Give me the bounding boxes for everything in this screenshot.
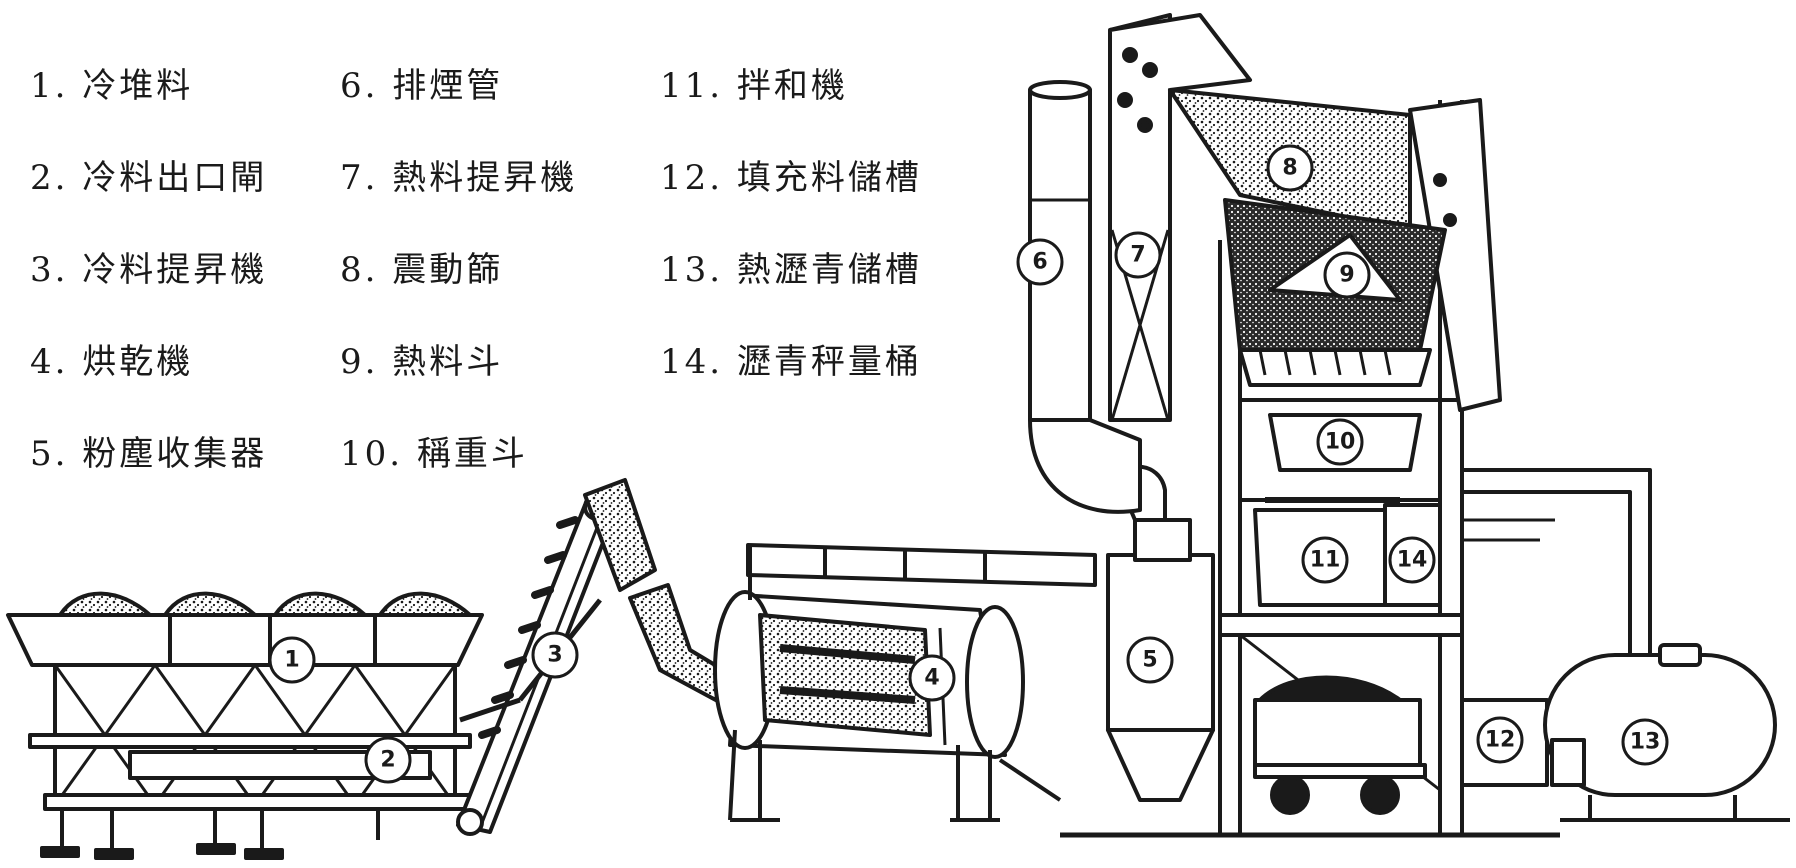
callout-3 [531, 631, 579, 679]
callout-label-10: 10 [1325, 430, 1356, 455]
callout-label-4: 4 [924, 666, 939, 691]
dryer [628, 583, 1062, 822]
callout-8 [1266, 144, 1314, 192]
legend-item-7: 7. 熱料提昇機 [340, 158, 578, 198]
legend-item-11: 11. 拌和機 [660, 66, 848, 106]
legend-item-5: 5. 粉塵收集器 [30, 434, 268, 474]
callout-11 [1301, 536, 1349, 584]
callout-label-6: 6 [1032, 250, 1047, 275]
legend-item-2: 2. 冷料出口閘 [30, 158, 268, 198]
callout-label-8: 8 [1282, 156, 1297, 181]
callout-label-7: 7 [1130, 243, 1145, 268]
callout-label-11: 11 [1310, 548, 1341, 573]
callout-2 [364, 736, 412, 784]
legend-item-8: 8. 震動篩 [340, 250, 504, 290]
callout-5 [1126, 636, 1174, 684]
cold-bins [6, 591, 484, 860]
legend-item-9: 9. 熱料斗 [340, 342, 504, 382]
callout-13 [1621, 718, 1669, 766]
callout-14 [1388, 536, 1436, 584]
callout-label-2: 2 [380, 748, 395, 773]
callout-10 [1316, 418, 1364, 466]
callout-label-1: 1 [284, 648, 299, 673]
callout-label-12: 12 [1485, 728, 1516, 753]
callout-label-9: 9 [1339, 263, 1354, 288]
legend-item-6: 6. 排煙管 [340, 66, 504, 106]
callout-4 [908, 654, 956, 702]
legend-item-4: 4. 烘乾機 [30, 342, 194, 382]
legend-item-13: 13. 熱瀝青儲槽 [660, 250, 922, 290]
exhaust-duct [746, 543, 1097, 600]
callout-1 [268, 636, 316, 684]
callout-label-13: 13 [1630, 730, 1661, 755]
callout-7 [1114, 231, 1162, 279]
tanks [1460, 468, 1777, 820]
hot-elevator [1108, 13, 1252, 422]
callout-6 [1016, 238, 1064, 286]
legend-item-10: 10. 稱重斗 [340, 434, 528, 474]
callout-12 [1476, 716, 1524, 764]
callout-label-3: 3 [547, 643, 562, 668]
legend-item-3: 3. 冷料提昇機 [30, 250, 268, 290]
truck [1253, 675, 1427, 815]
dust-collector [1106, 464, 1215, 802]
callout-label-5: 5 [1142, 648, 1157, 673]
legend-item-14: 14. 瀝青秤量桶 [660, 342, 922, 382]
legend-item-12: 12. 填充料儲槽 [660, 158, 922, 198]
ground [1060, 818, 1790, 838]
callout-label-14: 14 [1397, 548, 1428, 573]
legend: 1. 冷堆料 2. 冷料出口閘 3. 冷料提昇機 4. 烘乾機 5. 粉塵收集器… [30, 66, 970, 526]
callout-9 [1323, 251, 1371, 299]
legend-item-1: 1. 冷堆料 [30, 66, 194, 106]
